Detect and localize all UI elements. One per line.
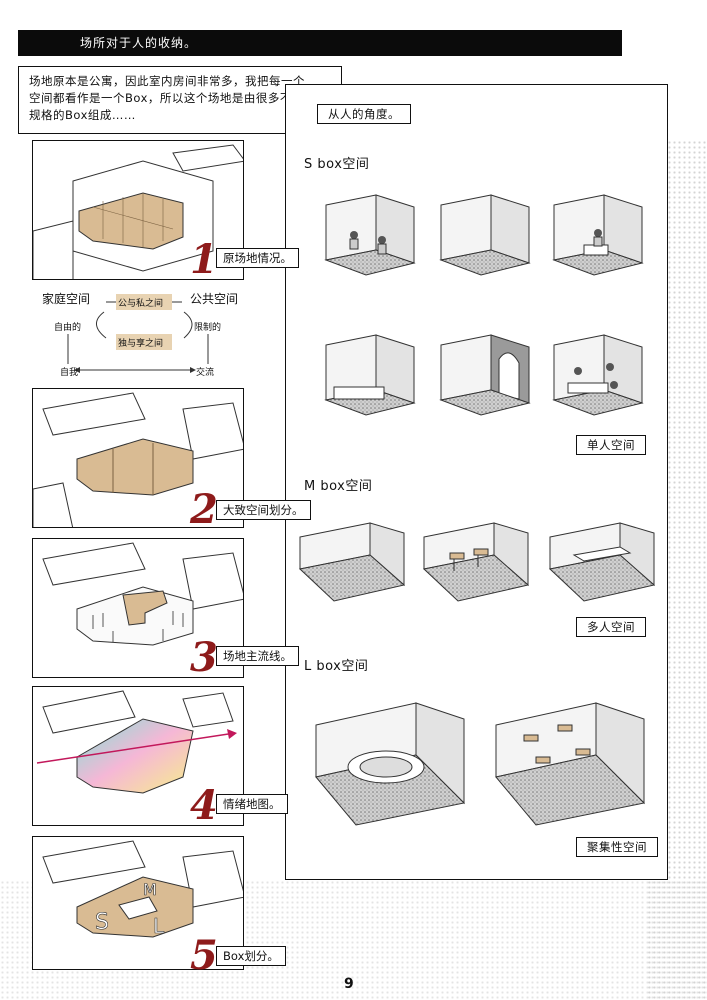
step-2-label: 大致空间划分。: [216, 500, 311, 520]
diagram-public-label: 公共空间: [190, 292, 239, 306]
header-bar: 场所对于人的收纳。: [18, 30, 622, 56]
step-5-label: Box划分。: [216, 946, 286, 966]
step-4-label: 情绪地图。: [216, 794, 288, 814]
space-relation-diagram: [67, 294, 209, 373]
step-1-number: 1: [190, 236, 218, 283]
header-title: 场所对于人的收纳。: [80, 36, 198, 50]
box-types-panel: S box空间: [285, 84, 668, 880]
step-3-number: 3: [190, 634, 218, 681]
step-2-panel: [32, 388, 244, 528]
s-box-room-group: [552, 334, 644, 416]
diagram-bottom-center-label: 独与享之间: [118, 339, 164, 349]
diagram-free-label: 自由的: [54, 323, 82, 333]
page-number: 9: [344, 976, 354, 992]
s-box-row-1: [324, 194, 644, 276]
main-circulation-illustration: [42, 542, 243, 646]
s-box-room-sofa: [324, 334, 416, 416]
l-box-row: [315, 702, 646, 826]
step-5-number: 5: [190, 932, 218, 979]
intro-line-2: 空间都看作是一个Box，所以这个场地是由很多不同: [29, 91, 304, 105]
diagram-exchange-label: 交流: [196, 368, 215, 378]
l-box-room-round-table: [315, 702, 466, 826]
diagram-limited-label: 限制的: [194, 323, 222, 333]
step-4-panel: [32, 686, 244, 826]
l-box-title: L box空间: [304, 659, 369, 674]
svg-text:S: S: [95, 910, 109, 935]
step-1-panel: [32, 140, 244, 280]
l-box-room-tables: [495, 702, 646, 826]
step-2-number: 2: [190, 486, 218, 533]
s-box-room-arch: [439, 334, 531, 416]
s-box-row-2: [324, 334, 644, 416]
perspective-label: 从人的角度。: [317, 104, 411, 124]
gather-space-label: 聚集性空间: [576, 837, 658, 857]
box-division-illustration: S M L: [42, 840, 243, 938]
diagram-top-center-label: 公与私之间: [118, 299, 164, 309]
single-space-label: 单人空间: [576, 435, 646, 455]
diagram-family-label: 家庭空间: [42, 292, 91, 306]
step-3-label: 场地主流线。: [216, 646, 299, 666]
s-box-title: S box空间: [304, 157, 370, 172]
intro-line-1: 场地原本是公寓，因此室内房间非常多，我把每一个: [29, 74, 305, 88]
space-division-illustration: [33, 392, 243, 527]
step-3-panel: [32, 538, 244, 678]
m-box-title: M box空间: [304, 479, 373, 494]
s-box-room-2: [439, 194, 531, 276]
m-box-row: [298, 522, 656, 602]
svg-text:L: L: [153, 914, 165, 938]
site-original-illustration: [33, 144, 243, 279]
multi-space-label: 多人空间: [576, 617, 646, 637]
intro-line-3: 规格的Box组成……: [29, 108, 136, 122]
m-box-room-empty: [298, 522, 406, 602]
m-box-room-tables: [422, 522, 530, 602]
emotion-map-illustration: [36, 690, 237, 794]
step-1-label: 原场地情况。: [216, 248, 299, 268]
m-box-room-long-table: [548, 522, 656, 602]
step-5-panel: S M L: [32, 836, 244, 970]
diagram-self-label: 自我: [60, 368, 79, 378]
s-box-room-3: [552, 194, 644, 276]
s-box-room-1: [324, 194, 416, 276]
svg-text:M: M: [143, 880, 157, 899]
step-4-number: 4: [190, 782, 218, 829]
